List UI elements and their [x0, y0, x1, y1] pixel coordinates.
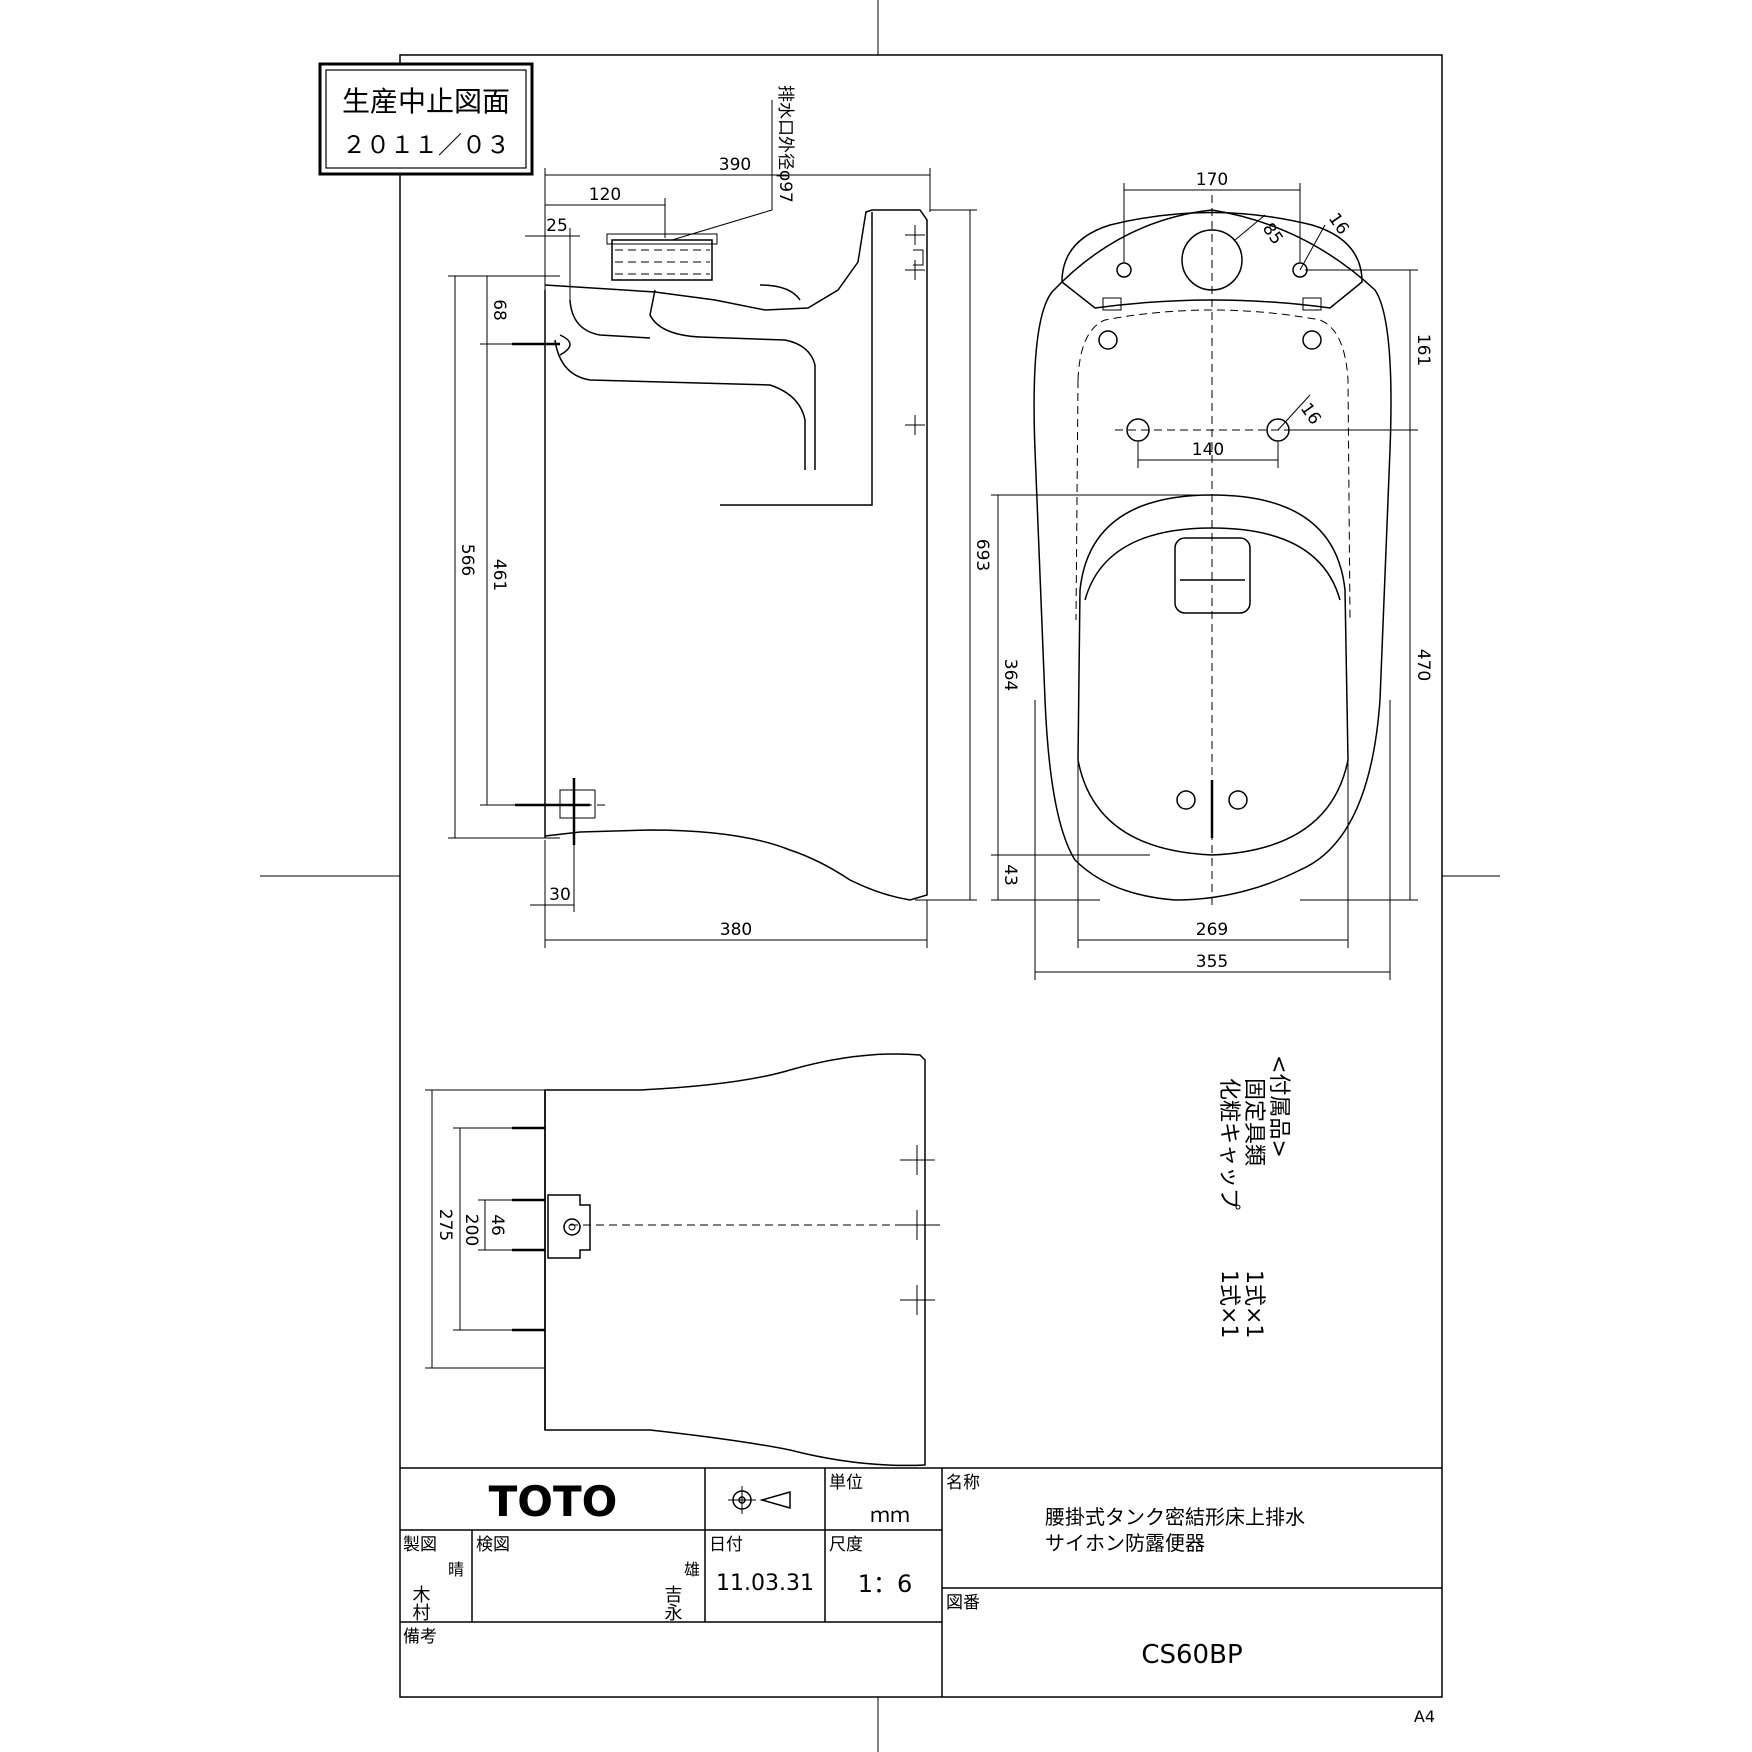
- remarks-label: 備考: [403, 1627, 437, 1647]
- checked-by-2: 雄: [684, 1560, 700, 1579]
- leader-note: 排水口外径φ97: [775, 85, 795, 203]
- scale-value: 1：6: [858, 1570, 913, 1598]
- dim-470: 470: [1413, 649, 1433, 681]
- accessory-1-qty: 1式×1: [1241, 1270, 1266, 1338]
- accessories-heading: <付属品>: [1266, 1055, 1291, 1158]
- dim-364: 364: [1000, 659, 1020, 691]
- drawing-no-value: CS60BP: [1141, 1640, 1242, 1670]
- drawn-label: 製図: [403, 1535, 437, 1555]
- dim-461: 461: [489, 559, 509, 591]
- dim-170: 170: [1196, 170, 1228, 190]
- dim-355: 355: [1196, 952, 1228, 972]
- dim-120: 120: [589, 185, 621, 205]
- name-line2: サイホン防露便器: [1045, 1531, 1205, 1555]
- dim-269: 269: [1196, 920, 1228, 940]
- dim-46: 46: [487, 1214, 507, 1236]
- name-line1: 腰掛式タンク密結形床上排水: [1045, 1505, 1305, 1529]
- discontinued-stamp: 生産中止図面 ２０１１／０３: [318, 62, 534, 176]
- bottom-view: 275 200 46: [425, 1053, 940, 1467]
- dim-68: 68: [489, 299, 509, 321]
- dim-566: 566: [457, 544, 477, 576]
- stamp-date: ２０１１／０３: [342, 131, 510, 159]
- dim-390: 390: [719, 155, 751, 175]
- scale-label: 尺度: [829, 1535, 863, 1555]
- dim-275: 275: [435, 1209, 455, 1241]
- title-block: TOTO 単位 ｍｍ 名称 腰掛式タンク密結形床上排水 サイホン防露便器 製図 …: [400, 1467, 1442, 1726]
- stamp-title: 生産中止図面: [342, 85, 510, 118]
- dim-25: 25: [546, 216, 568, 236]
- accessory-1-name: 固定具類: [1241, 1078, 1266, 1166]
- sheet-frame: [399, 54, 1443, 1698]
- side-view: 390 120 25 排水口外径φ97 566 68 461 693 30 38…: [448, 85, 992, 948]
- unit-value: ｍｍ: [870, 1503, 910, 1527]
- registration-marks: [260, 0, 1500, 1752]
- projection-symbol-icon: [728, 1486, 791, 1514]
- accessories-note: <付属品> 固定具類 化粧キャップ 1式×1 1式×1: [1216, 1055, 1291, 1338]
- dim-200: 200: [461, 1214, 481, 1246]
- dim-43: 43: [1000, 864, 1020, 886]
- dim-161: 161: [1413, 334, 1433, 366]
- dim-30: 30: [549, 885, 571, 905]
- date-value: 11.03.31: [716, 1571, 814, 1596]
- accessory-2-name: 化粧キャップ: [1216, 1078, 1241, 1210]
- dim-16a: 16: [1324, 209, 1353, 238]
- dim-85: 85: [1258, 219, 1287, 248]
- date-label: 日付: [709, 1535, 743, 1555]
- dim-140: 140: [1192, 440, 1224, 460]
- dim-380: 380: [720, 920, 752, 940]
- dim-693: 693: [972, 539, 992, 571]
- unit-label: 単位: [829, 1473, 863, 1493]
- drawn-by-1: 木村: [410, 1585, 431, 1621]
- drawing-no-label: 図番: [946, 1593, 980, 1613]
- accessory-2-qty: 1式×1: [1216, 1270, 1241, 1338]
- toto-logo: TOTO: [489, 1477, 618, 1526]
- top-view: 170 85 16 16 140 161 470 364 43 269 355: [991, 170, 1433, 980]
- drawn-by-2: 晴: [448, 1560, 464, 1579]
- paper-size: A4: [1414, 1707, 1435, 1726]
- checked-by-1: 吉永: [662, 1585, 683, 1621]
- checked-label: 検図: [476, 1535, 510, 1555]
- name-label: 名称: [946, 1473, 980, 1493]
- dim-16b: 16: [1296, 399, 1325, 428]
